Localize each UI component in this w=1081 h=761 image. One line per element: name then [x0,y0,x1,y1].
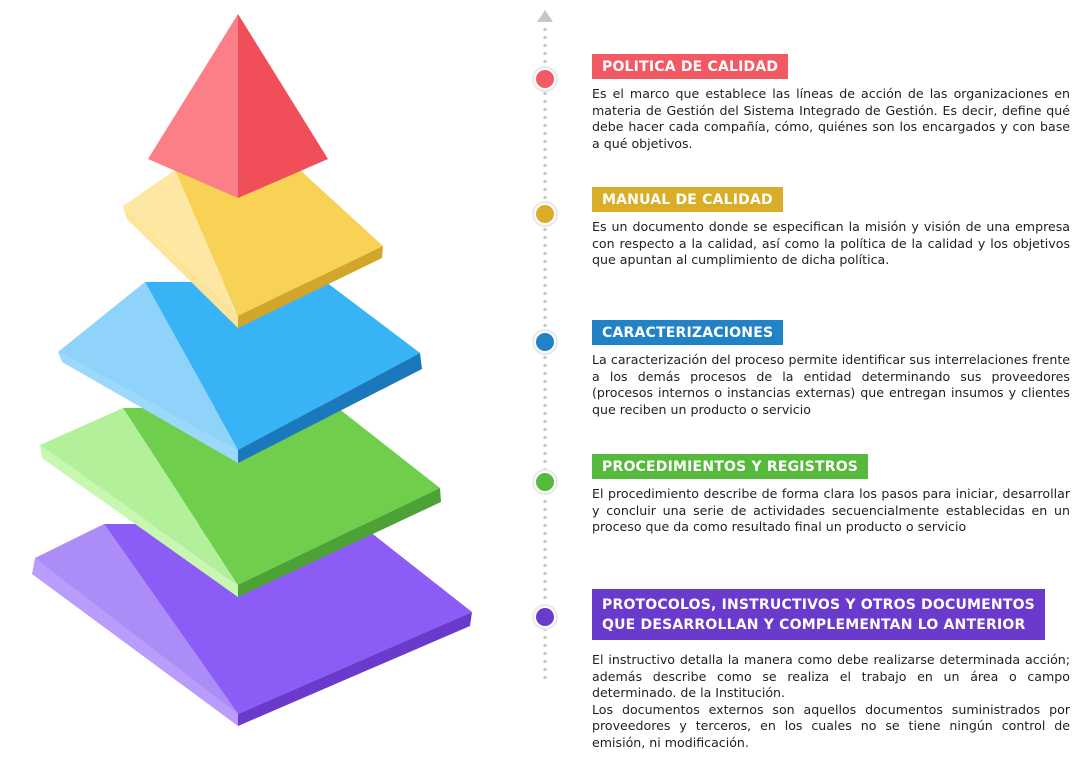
section-description: La caracterización del proceso permite i… [592,352,1070,417]
section-title: PROTOCOLOS, INSTRUCTIVOS Y OTROS DOCUMEN… [592,589,1045,640]
pyramid-level-caracterizaciones [58,282,422,463]
section-title: PROCEDIMIENTOS Y REGISTROS [592,454,869,479]
section-description: El procedimiento describe de forma clara… [592,486,1070,534]
section-description: Es un documento donde se especifican la … [592,219,1070,267]
timeline-dot-green [532,469,558,495]
timeline-line [532,10,558,680]
timeline-dot-blue [532,329,558,355]
section-title: MANUAL DE CALIDAD [592,187,783,212]
section-manual: MANUAL DE CALIDAD Es un documento donde … [592,187,1070,269]
timeline-dot-purple [532,604,558,630]
timeline-dot-yellow [532,201,558,227]
section-description: Es el marco que establece las líneas de … [592,86,1070,151]
section-protocolos: PROTOCOLOS, INSTRUCTIVOS Y OTROS DOCUMEN… [592,589,1070,751]
section-description: El instructivo detalla la manera como de… [592,652,1070,750]
pyramid-level-manual [123,170,383,328]
section-caracterizaciones: CARACTERIZACIONES La caracterización del… [592,320,1070,418]
pyramid-level-politica [148,14,328,198]
section-title: POLITICA DE CALIDAD [592,54,789,79]
pyramid-diagram [32,14,472,726]
arrow-up-icon [537,10,553,22]
pyramid-level-procedimientos [40,408,441,597]
timeline-dot-red [532,66,558,92]
pyramid-level-protocolos [32,524,472,726]
section-title: CARACTERIZACIONES [592,320,784,345]
section-politica: POLITICA DE CALIDAD Es el marco que esta… [592,54,1070,152]
section-procedimientos: PROCEDIMIENTOS Y REGISTROS El procedimie… [592,454,1070,536]
